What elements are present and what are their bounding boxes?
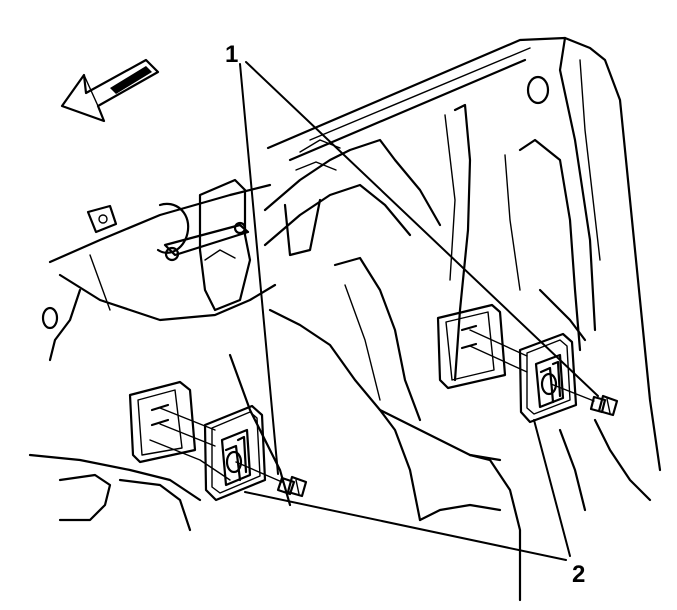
front-arrow-icon <box>60 58 160 123</box>
callout-label-1: 1 <box>225 41 238 68</box>
bolt-left <box>276 475 308 498</box>
vehicle-body-structure <box>28 36 662 602</box>
callout-1-leaders <box>239 61 599 475</box>
callout-2-leaders <box>244 419 571 561</box>
bracket-right <box>518 332 578 424</box>
bolt-right <box>589 394 619 417</box>
install-guide-lines <box>159 329 595 483</box>
bracket-left <box>203 404 267 502</box>
callout-label-2: 2 <box>572 561 585 588</box>
